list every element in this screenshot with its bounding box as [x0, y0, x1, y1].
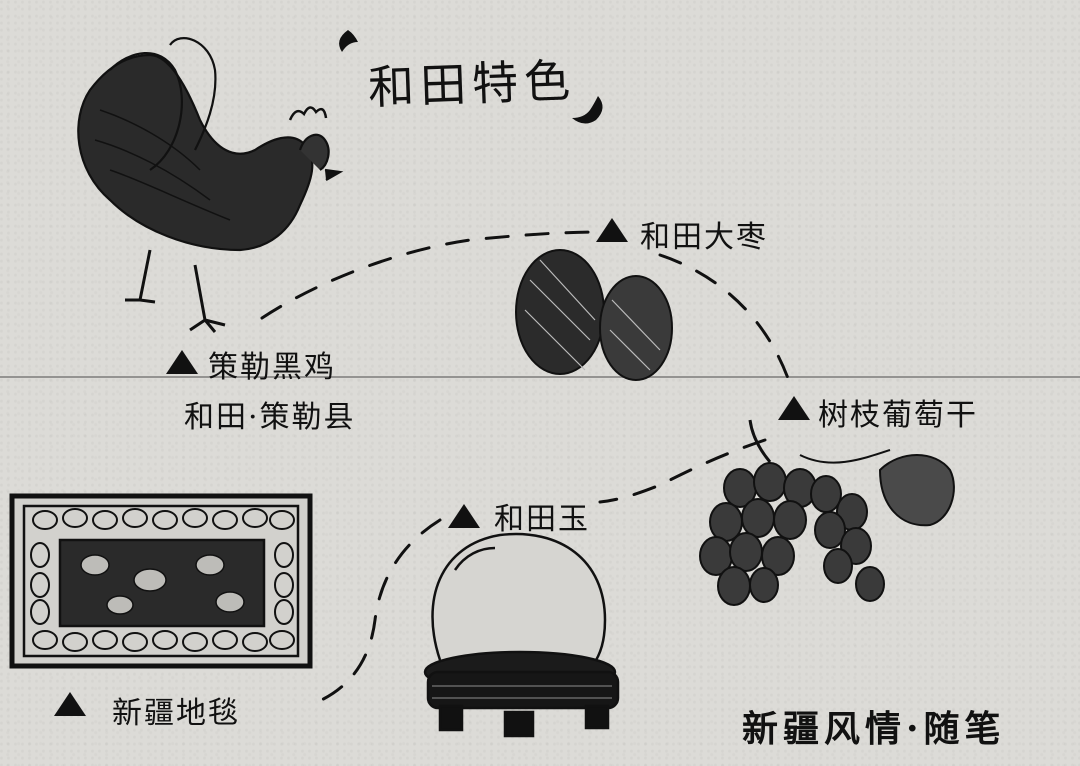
dashed-route-right: [658, 253, 794, 392]
triangle-marker-icon: [54, 692, 86, 716]
triangle-marker-icon: [448, 504, 480, 528]
chicken-drawing: [77, 37, 344, 333]
triangle-marker-icon: [166, 350, 198, 374]
page-title: 和田特色: [367, 53, 577, 115]
grape-drawing: [699, 419, 955, 606]
jade-drawing: [423, 532, 620, 738]
paper-fold-line: [0, 376, 1080, 378]
triangle-marker-icon: [596, 218, 628, 242]
dashed-route-top: [260, 230, 602, 320]
label-chicken-place: 和田·策勒县: [184, 400, 356, 435]
label-grape: 树枝葡萄干: [818, 398, 978, 433]
quote-mark-right: [572, 96, 603, 124]
jujube-drawing: [515, 249, 673, 381]
triangle-marker-icon: [778, 396, 810, 420]
label-jujube: 和田大枣: [640, 220, 768, 255]
quote-mark-left: [339, 30, 358, 52]
signature: 新疆风情·随笔: [742, 708, 1006, 750]
label-carpet: 新疆地毯: [112, 696, 240, 731]
carpet-drawing: [9, 493, 313, 669]
label-chicken: 策勒黑鸡: [208, 350, 336, 385]
label-jade: 和田玉: [494, 502, 590, 537]
dashed-route-left: [308, 518, 442, 707]
